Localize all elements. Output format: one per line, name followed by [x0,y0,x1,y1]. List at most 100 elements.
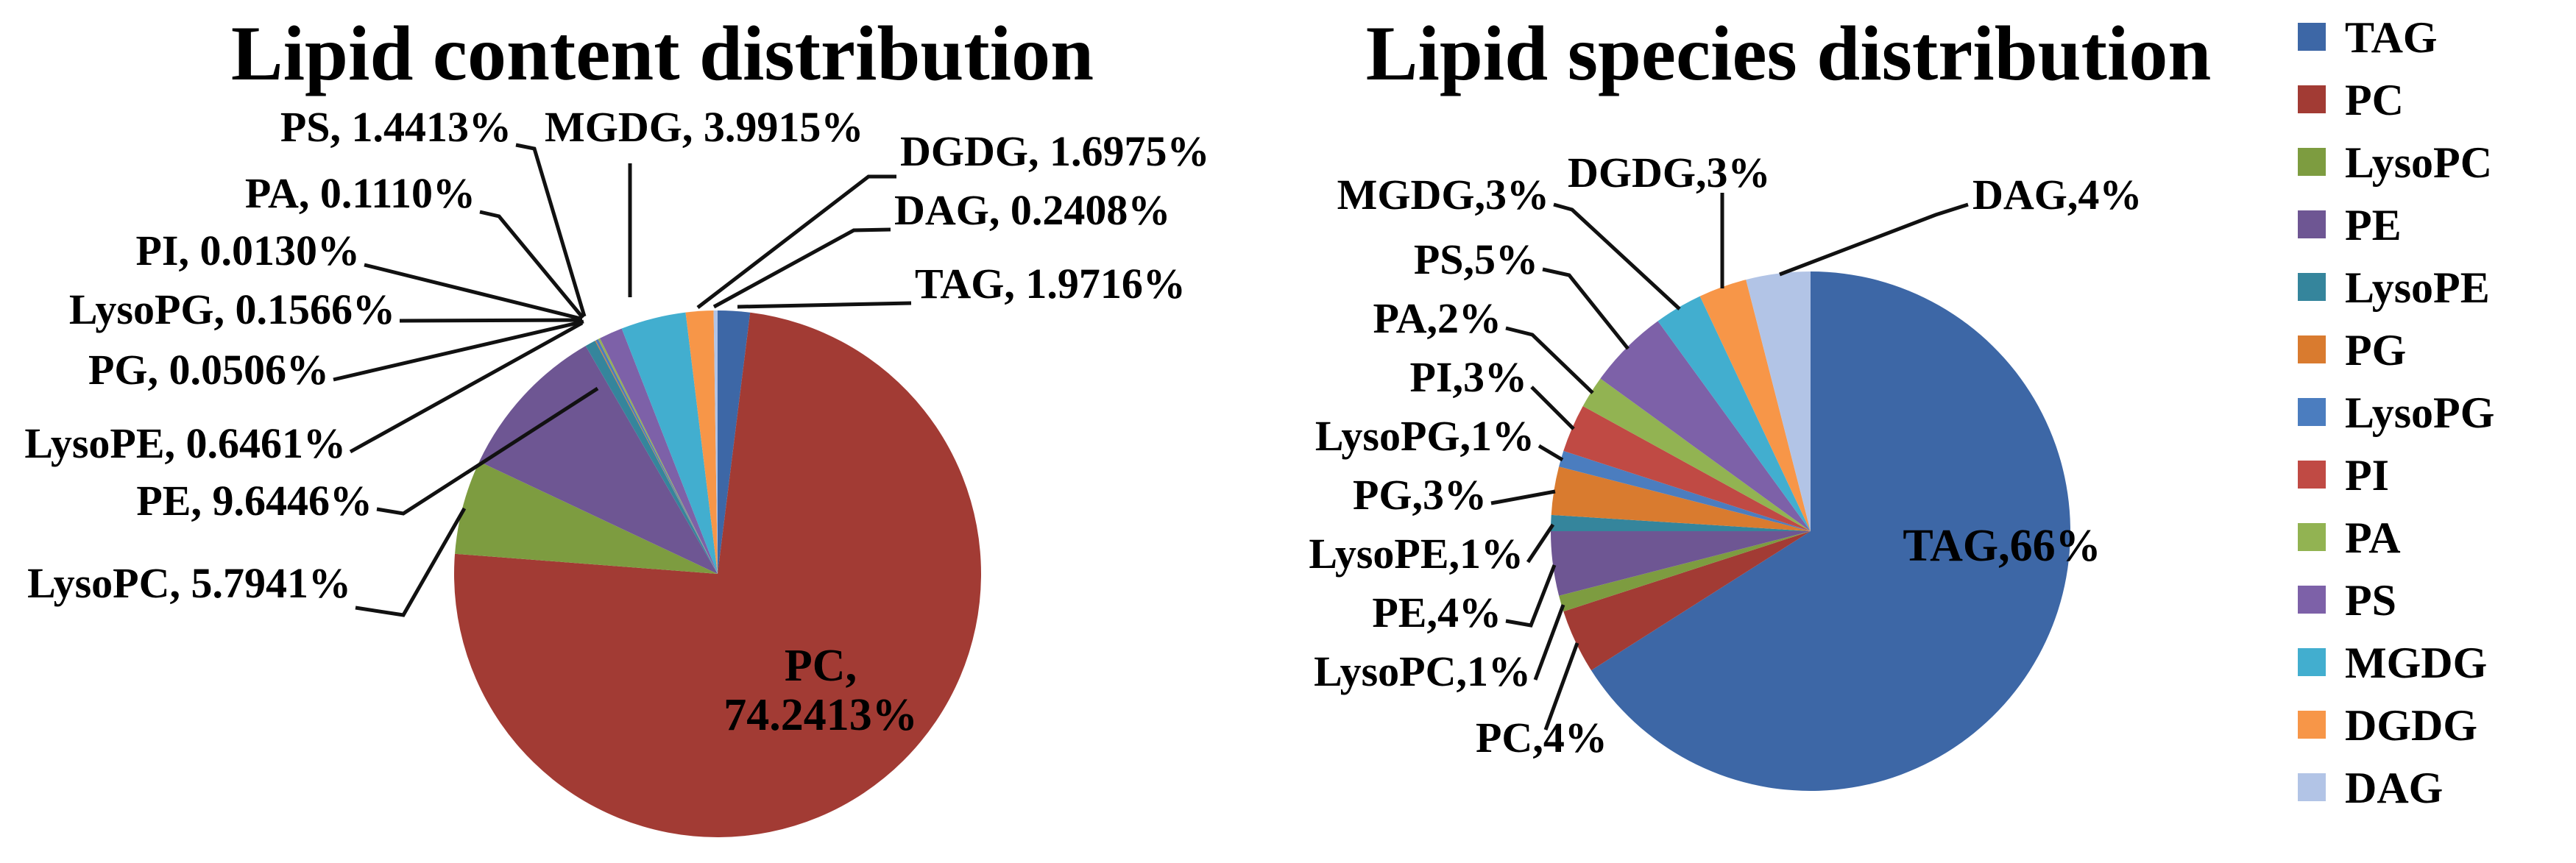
legend-swatch-LysoPG [2298,398,2326,426]
pie1-leader-TAG [737,301,912,309]
legend-swatch-PA [2298,523,2326,551]
legend: TAGPCLysoPCPELysoPEPGLysoPGPIPAPSMGDGDGD… [2298,13,2494,812]
pie2-leader-PA [1505,326,1594,394]
pie1-label-MGDG: MGDG, 3.9915% [545,103,863,151]
pie1-slice-DAG [713,310,718,574]
pie1-slice-PG [595,340,718,574]
pie1-label-TAG: TAG, 1.9716% [915,260,1186,308]
legend-label-PG: PG [2345,326,2406,374]
pie1-slice-PC [453,312,981,838]
legend-label-LysoPC: LysoPC [2345,138,2492,187]
pie1-leader-DGDG [696,174,896,309]
legend-label-LysoPE: LysoPE [2345,263,2490,312]
pie2-inside-label-TAG-line1: TAG,66% [1903,521,2101,571]
pie1-label-LysoPG: LysoPG, 0.1566% [69,285,395,333]
pie2-leader-LysoPC [1533,604,1565,681]
pie1-label-DGDG: DGDG, 1.6975% [900,127,1210,175]
pie1-leader-PG [333,319,584,382]
pie2-slice-PA [1582,378,1811,531]
pie2-leader-PE [1505,564,1557,628]
pie2-slice-DGDG [1699,280,1811,531]
legend-label-TAG: TAG [2345,13,2438,62]
pie2-slice-PE [1551,531,1811,596]
pie1-leader-PE [376,386,599,516]
pie2-leader-DAG [1779,202,1969,277]
pie1-slice-DGDG [685,310,718,574]
pie1-label-LysoPE: LysoPE, 0.6461% [24,419,346,467]
legend-swatch-DGDG [2298,711,2326,739]
legend-label-MGDG: MGDG [2345,639,2487,687]
pie1-slice-LysoPG [595,338,718,574]
pie2-label-PA: PA,2% [1373,294,1501,342]
pie1-inside-label-PC-line1: PC, [785,641,857,691]
pie2-label-LysoPG: LysoPG,1% [1315,412,1535,460]
pie2-slice-PS [1600,321,1811,531]
pie2-leader-LysoPG [1538,444,1564,462]
pie1-label-PS: PS, 1.4413% [280,103,512,151]
pie2-leader-PG [1490,489,1556,505]
legend-swatch-LysoPE [2298,273,2326,301]
pie2-label-PG: PG,3% [1353,471,1487,519]
pie1-slice-TAG [718,310,751,574]
legend-swatch-PC [2298,85,2326,113]
legend-swatch-PI [2298,461,2326,489]
pie1-label-PA: PA, 0.1110% [245,169,475,217]
pie2-leader-PC [1543,642,1579,731]
pie2-leader-LysoPE [1526,523,1555,564]
pie1-label-PE: PE, 9.6446% [136,477,372,525]
chart-title-1: Lipid content distribution [231,10,1094,96]
legend-swatch-PG [2298,335,2326,363]
pie2-label-LysoPE: LysoPE,1% [1309,530,1524,578]
pie2-slice-LysoPE [1551,514,1811,531]
pie1-leader-PI [364,263,581,321]
pie2-slice-TAG [1590,271,2070,792]
pie2-label-PS: PS,5% [1414,235,1538,283]
pie2-label-DAG: DAG,4% [1972,171,2142,219]
pie2-label-MGDG: MGDG,3% [1337,171,1549,219]
legend-swatch-DAG [2298,773,2326,801]
pie1-slice-PI [598,338,718,574]
pie2-slice-LysoPG [1559,450,1811,531]
legend-label-DAG: DAG [2345,764,2443,812]
pie2-slice-PC [1563,531,1811,671]
pie2-label-DGDG: DGDG,3% [1568,149,1771,196]
pie2-slice-LysoPC [1559,531,1811,612]
pie2-slice-DAG [1746,271,1811,531]
pie1-inside-label-PC-line2: 74.2413% [723,690,918,740]
pie2-leader-PI [1530,386,1575,430]
pie2-slice-PI [1563,405,1811,531]
pie2-slice-MGDG [1657,296,1811,531]
pie1-label-PI: PI, 0.0130% [136,227,361,274]
pie1-slice-LysoPE [585,341,718,574]
pie1-leader-PA [479,210,584,319]
legend-label-PA: PA [2345,514,2401,562]
legend-swatch-PS [2298,586,2326,614]
pie2-label-PI: PI,3% [1410,353,1528,401]
pie1-slice-LysoPC [455,461,718,574]
pie-chart-2: Lipid species distributionPC,4%LysoPC,1%… [1309,10,2211,792]
pie2-label-PC: PC,4% [1476,714,1607,761]
pie1-leader-PS [515,143,587,317]
pie1-leader-DAG [712,227,891,309]
pie1-label-DAG: DAG, 0.2408% [894,186,1170,234]
pie1-leader-LysoPE [349,321,584,454]
legend-label-DGDG: DGDG [2345,701,2477,750]
legend-label-PI: PI [2345,451,2389,500]
pie1-label-LysoPC: LysoPC, 5.7941% [27,559,351,607]
legend-label-PS: PS [2345,576,2396,625]
pie1-leader-LysoPC [355,507,467,617]
pie1-slice-PS [600,328,718,574]
legend-label-PC: PC [2345,76,2404,124]
pie1-slice-MGDG [621,312,718,574]
legend-label-LysoPG: LysoPG [2345,388,2494,437]
legend-swatch-LysoPC [2298,148,2326,176]
pie1-slice-PE [479,346,718,574]
pie2-leader-PS [1542,267,1630,350]
pie2-label-PE: PE,4% [1372,589,1501,636]
legend-swatch-MGDG [2298,648,2326,676]
pie1-label-PG: PG, 0.0506% [88,346,329,394]
pie1-leader-LysoPG [399,318,583,323]
legend-swatch-PE [2298,210,2326,238]
pie2-slice-PG [1551,466,1811,531]
